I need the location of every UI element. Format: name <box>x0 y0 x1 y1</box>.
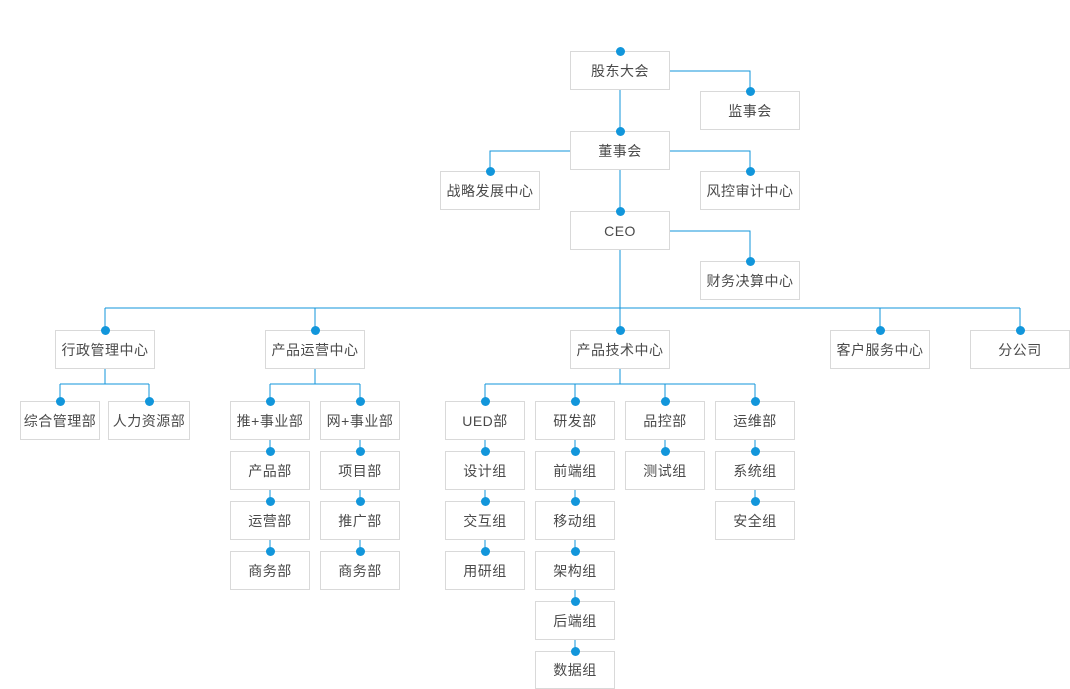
org-node-architecture[interactable]: 架构组 <box>535 551 615 590</box>
org-node-design[interactable]: 设计组 <box>445 451 525 490</box>
org-node-label: 监事会 <box>728 102 772 119</box>
org-node-label: UED部 <box>462 412 508 429</box>
connector-board-to-riskaudit <box>670 150 751 171</box>
org-node-testing[interactable]: 测试组 <box>625 451 705 490</box>
org-node-label: 安全组 <box>733 512 777 529</box>
org-node-ceo[interactable]: CEO <box>570 211 670 250</box>
org-node-label: 品控部 <box>643 412 687 429</box>
connector-prodtech-to-children <box>484 369 756 401</box>
org-node-label: 数据组 <box>553 662 597 678</box>
org-node-label: 股东大会 <box>591 62 649 79</box>
org-node-prodops[interactable]: 产品运营中心 <box>265 330 365 369</box>
org-node-label: 产品技术中心 <box>576 341 664 358</box>
org-node-mobile[interactable]: 移动组 <box>535 501 615 540</box>
org-node-label: 前端组 <box>553 462 597 479</box>
org-node-label: 产品运营中心 <box>271 341 359 358</box>
org-node-label: 网+事业部 <box>326 412 394 429</box>
org-node-hr[interactable]: 人力资源部 <box>108 401 190 440</box>
org-node-label: 产品部 <box>248 462 292 479</box>
org-node-label: 研发部 <box>553 412 597 429</box>
connector-board-to-strategy <box>489 150 570 171</box>
org-node-label: 风控审计中心 <box>706 182 794 199</box>
org-node-board[interactable]: 董事会 <box>570 131 670 170</box>
org-node-label: 架构组 <box>553 562 597 579</box>
org-node-frontend[interactable]: 前端组 <box>535 451 615 490</box>
org-node-label: 战略发展中心 <box>446 182 534 199</box>
org-node-label: 用研组 <box>463 562 507 579</box>
org-node-rnd[interactable]: 研发部 <box>535 401 615 440</box>
org-node-security[interactable]: 安全组 <box>715 501 795 540</box>
org-node-label: 人力资源部 <box>112 412 186 429</box>
org-node-admin[interactable]: 行政管理中心 <box>55 330 155 369</box>
connector-ceo-to-finance <box>670 230 751 261</box>
org-node-branch[interactable]: 分公司 <box>970 330 1070 369</box>
org-node-label: 运营部 <box>248 512 292 529</box>
org-node-label: 客户服务中心 <box>836 341 924 358</box>
org-node-backend[interactable]: 后端组 <box>535 601 615 640</box>
org-node-label: 设计组 <box>463 462 507 479</box>
connector-prodops-to-children <box>269 369 361 401</box>
org-node-promotion[interactable]: 推广部 <box>320 501 400 540</box>
org-node-label: 财务决算中心 <box>706 272 794 289</box>
org-node-riskaudit[interactable]: 风控审计中心 <box>700 171 800 210</box>
org-node-label: 董事会 <box>598 142 642 159</box>
org-node-finance[interactable]: 财务决算中心 <box>700 261 800 300</box>
org-node-tuiplus[interactable]: 推+事业部 <box>230 401 310 440</box>
org-node-devops[interactable]: 运维部 <box>715 401 795 440</box>
org-node-label: 综合管理部 <box>23 412 97 429</box>
org-node-label: 商务部 <box>338 562 382 579</box>
org-node-shareholders[interactable]: 股东大会 <box>570 51 670 90</box>
org-node-label: 测试组 <box>643 462 687 479</box>
org-node-research[interactable]: 用研组 <box>445 551 525 590</box>
org-node-label: CEO <box>604 222 636 239</box>
org-node-systems[interactable]: 系统组 <box>715 451 795 490</box>
org-node-label: 行政管理中心 <box>61 341 149 358</box>
org-node-project[interactable]: 项目部 <box>320 451 400 490</box>
org-node-product[interactable]: 产品部 <box>230 451 310 490</box>
org-node-label: 运维部 <box>733 412 777 429</box>
org-node-ued[interactable]: UED部 <box>445 401 525 440</box>
org-node-label: 项目部 <box>338 462 382 479</box>
connector-admin-to-children <box>59 369 150 401</box>
org-node-label: 推+事业部 <box>236 412 304 429</box>
org-node-supervisors[interactable]: 监事会 <box>700 91 800 130</box>
org-node-datateam[interactable]: 数据组 <box>535 651 615 689</box>
org-node-business2[interactable]: 商务部 <box>320 551 400 590</box>
org-node-label: 交互组 <box>463 512 507 529</box>
org-node-general[interactable]: 综合管理部 <box>20 401 100 440</box>
org-node-label: 推广部 <box>338 512 382 529</box>
org-node-prodtech[interactable]: 产品技术中心 <box>570 330 670 369</box>
org-node-business1[interactable]: 商务部 <box>230 551 310 590</box>
org-node-label: 系统组 <box>733 462 777 479</box>
org-node-interaction[interactable]: 交互组 <box>445 501 525 540</box>
org-node-wangplus[interactable]: 网+事业部 <box>320 401 400 440</box>
org-node-label: 分公司 <box>998 341 1042 358</box>
org-node-qa[interactable]: 品控部 <box>625 401 705 440</box>
org-node-customer[interactable]: 客户服务中心 <box>830 330 930 369</box>
org-node-operations[interactable]: 运营部 <box>230 501 310 540</box>
org-node-label: 后端组 <box>553 612 597 629</box>
org-node-label: 移动组 <box>553 512 597 529</box>
org-node-strategy[interactable]: 战略发展中心 <box>440 171 540 210</box>
org-node-label: 商务部 <box>248 562 292 579</box>
connector-shareholders-to-supervisors <box>670 70 751 91</box>
